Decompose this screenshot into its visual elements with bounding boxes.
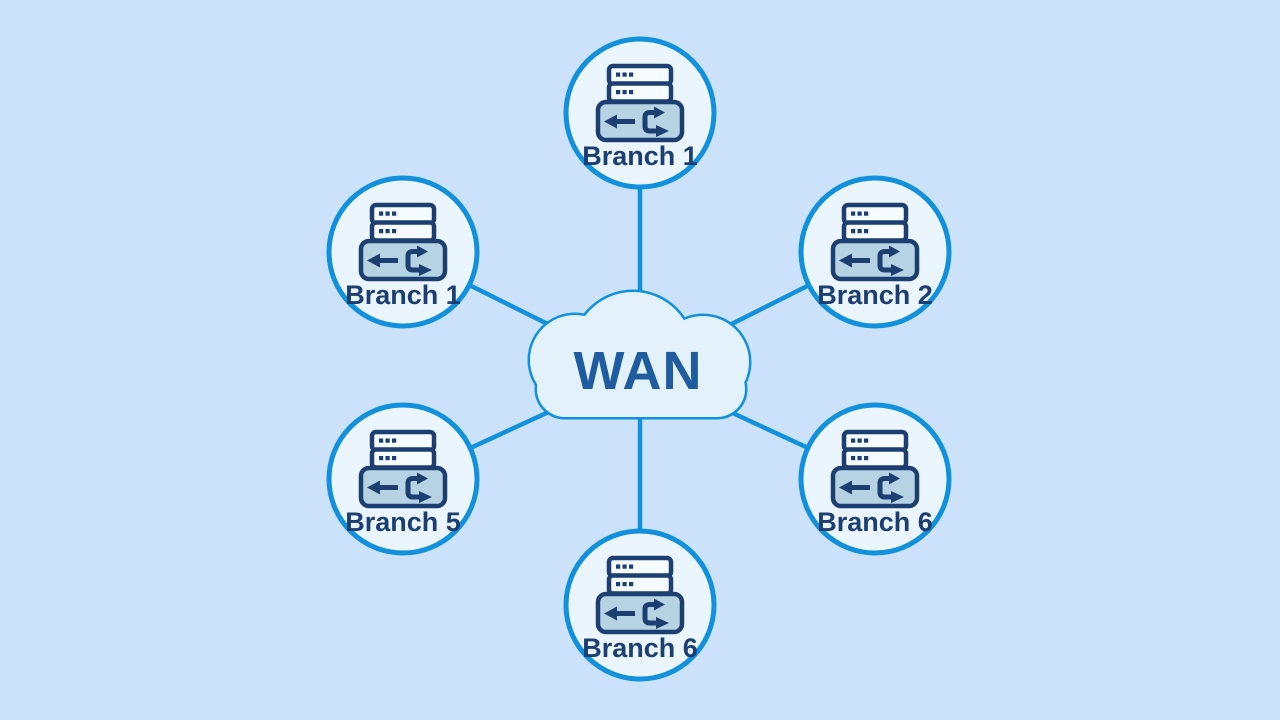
node-upper-left: Branch 1 [326,175,480,329]
node-lower-right: Branch 6 [798,402,952,556]
node-label: Branch 5 [345,507,461,537]
node-label: Branch 1 [345,280,461,310]
server-router-icon [833,205,917,279]
server-router-icon [598,66,682,140]
wan-hub: WAN [527,289,752,420]
hub-label: WAN [574,341,703,401]
node-upper-right: Branch 2 [798,175,952,329]
node-label: Branch 2 [817,280,933,310]
node-bottom: Branch 6 [563,528,717,682]
node-lower-left: Branch 5 [326,402,480,556]
server-router-icon [598,558,682,632]
node-label: Branch 6 [817,507,933,537]
node-label: Branch 6 [582,633,698,663]
node-label: Branch 1 [582,141,698,171]
cloud-icon [527,289,752,420]
server-router-icon [833,432,917,506]
node-top: Branch 1 [563,36,717,190]
server-router-icon [361,432,445,506]
server-router-icon [361,205,445,279]
